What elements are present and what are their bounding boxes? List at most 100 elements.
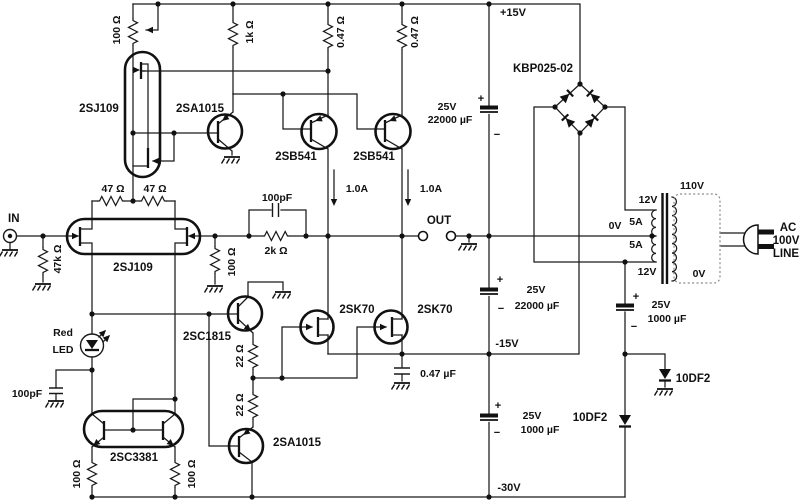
cap-1000uf-1 bbox=[479, 412, 499, 421]
label-cap2-voltage: 25V bbox=[527, 284, 546, 296]
label-cap1-value: 22000 µF bbox=[428, 114, 473, 126]
label-2sb541-right: 2SB541 bbox=[353, 151, 395, 163]
resistor-100-bottom-right bbox=[169, 459, 181, 489]
transistor-2sc1815 bbox=[226, 295, 264, 334]
label-cap4-value: 1000 µF bbox=[648, 313, 687, 325]
bridge-rectifier-kbp025 bbox=[554, 83, 606, 134]
label-cap3-value: 1000 µF bbox=[521, 424, 560, 436]
diode-10df2-right bbox=[659, 369, 671, 382]
resistor-0.47-right bbox=[396, 21, 408, 51]
label-current-left: 1.0A bbox=[346, 183, 369, 195]
cap2-plus: + bbox=[497, 274, 503, 286]
label-out: OUT bbox=[427, 215, 451, 227]
power-transformer bbox=[651, 193, 721, 284]
label-2sc3381: 2SC3381 bbox=[110, 452, 159, 464]
label-22-bottom: 22 Ω bbox=[234, 393, 246, 416]
label-2sa1015-bottom: 2SA1015 bbox=[273, 437, 322, 449]
label-cap3-voltage: 25V bbox=[523, 410, 542, 422]
label-2sj109-top: 2SJ109 bbox=[79, 103, 119, 115]
cap-22000uf-2 bbox=[479, 286, 499, 295]
dual-jfet-2sj109-input bbox=[65, 217, 202, 256]
primary-winding bbox=[671, 196, 678, 282]
pot-wiper-arrow bbox=[146, 26, 153, 34]
label-10df2-right: 10DF2 bbox=[676, 373, 711, 385]
led-red bbox=[79, 327, 113, 358]
secondary-winding bbox=[651, 209, 657, 263]
resistor-47-left bbox=[96, 195, 126, 207]
transistor-2sb541-left bbox=[300, 112, 338, 151]
cap-100pf-mid bbox=[271, 203, 280, 217]
jfet-2sk70-right bbox=[373, 309, 409, 345]
resistor-22-bottom bbox=[247, 391, 259, 421]
label-100-bottom-left: 100 Ω bbox=[71, 460, 83, 489]
cap1-plus: + bbox=[478, 93, 484, 105]
label-0.47-right: 0.47 Ω bbox=[409, 16, 421, 48]
label-0.47uf: 0.47 µF bbox=[420, 368, 456, 380]
label-2sa1015-top: 2SA1015 bbox=[176, 103, 225, 115]
cap-0.47uf bbox=[394, 367, 410, 375]
label-100pf-left: 100pF bbox=[12, 388, 43, 400]
cap-1000uf-2 bbox=[615, 302, 635, 311]
label-22-top: 22 Ω bbox=[234, 344, 246, 367]
label-minus30v: -30V bbox=[497, 482, 521, 494]
out-terminal-left bbox=[417, 230, 429, 242]
label-100-input: 100 Ω bbox=[226, 248, 238, 277]
label-2sj109-input: 2SJ109 bbox=[113, 262, 153, 274]
label-47-left: 47 Ω bbox=[101, 183, 124, 195]
label-2sc1815: 2SC1815 bbox=[183, 331, 232, 343]
label-47-right: 47 Ω bbox=[143, 183, 166, 195]
resistor-1k bbox=[227, 19, 239, 49]
resistor-2k bbox=[261, 230, 291, 242]
cap4-plus: + bbox=[633, 291, 639, 303]
label-0.47-left: 0.47 Ω bbox=[335, 16, 347, 48]
cap2-minus: − bbox=[498, 303, 504, 315]
resistor-100-bottom-left bbox=[86, 459, 98, 489]
cap3-minus: − bbox=[494, 427, 500, 439]
label-led-red: Red bbox=[53, 327, 73, 339]
label-led: LED bbox=[53, 344, 74, 356]
junction-dots bbox=[40, 1, 655, 500]
label-ac: AC bbox=[780, 222, 797, 234]
cap1-minus: − bbox=[494, 129, 500, 141]
out-terminal-right bbox=[445, 230, 457, 242]
current-arrow-left bbox=[330, 199, 338, 206]
label-0v-secondary: 0V bbox=[609, 220, 622, 232]
jfet-2sk70-left bbox=[299, 309, 335, 345]
label-plus15v: +15V bbox=[500, 7, 527, 19]
label-110v: 110V bbox=[680, 180, 704, 192]
label-5a-bottom: 5A bbox=[629, 239, 643, 251]
label-100-bottom-right: 100 Ω bbox=[186, 460, 198, 489]
capacitors bbox=[49, 104, 635, 421]
input-jack bbox=[2, 228, 18, 250]
transistor-2sa1015-top bbox=[206, 113, 244, 150]
resistor-47-right bbox=[138, 195, 168, 207]
label-pot-100ohm: 100 Ω bbox=[111, 16, 123, 45]
dual-transistor-2sc3381 bbox=[82, 409, 185, 449]
transistor-2sa1015-bottom bbox=[227, 427, 265, 465]
label-2sb541-left: 2SB541 bbox=[275, 151, 317, 163]
resistor-0.47-left bbox=[322, 21, 334, 51]
transistor-2sb541-right bbox=[374, 112, 412, 151]
label-minus15v: -15V bbox=[495, 338, 519, 350]
cap4-minus: − bbox=[631, 321, 637, 333]
label-2k: 2k Ω bbox=[264, 245, 287, 257]
label-line: LINE bbox=[773, 248, 800, 260]
cap-22000uf-1 bbox=[479, 104, 499, 113]
resistor-22-top bbox=[247, 341, 259, 371]
label-cap4-voltage: 25V bbox=[652, 299, 671, 311]
resistor-47k bbox=[37, 246, 49, 276]
diode-10df2-left bbox=[619, 415, 631, 428]
label-current-right: 1.0A bbox=[420, 183, 443, 195]
label-47k: 47k Ω bbox=[52, 245, 64, 274]
primary-enclosure bbox=[673, 193, 721, 284]
resistor-100-input bbox=[209, 245, 221, 275]
cap-100pf-left bbox=[49, 387, 63, 395]
label-2sk70-right: 2SK70 bbox=[417, 304, 452, 316]
label-1k: 1k Ω bbox=[244, 20, 256, 43]
label-100v: 100V bbox=[773, 235, 800, 247]
label-cap2-value: 22000 µF bbox=[515, 300, 560, 312]
current-arrow-right bbox=[404, 199, 412, 206]
label-100pf-mid: 100pF bbox=[262, 192, 293, 204]
